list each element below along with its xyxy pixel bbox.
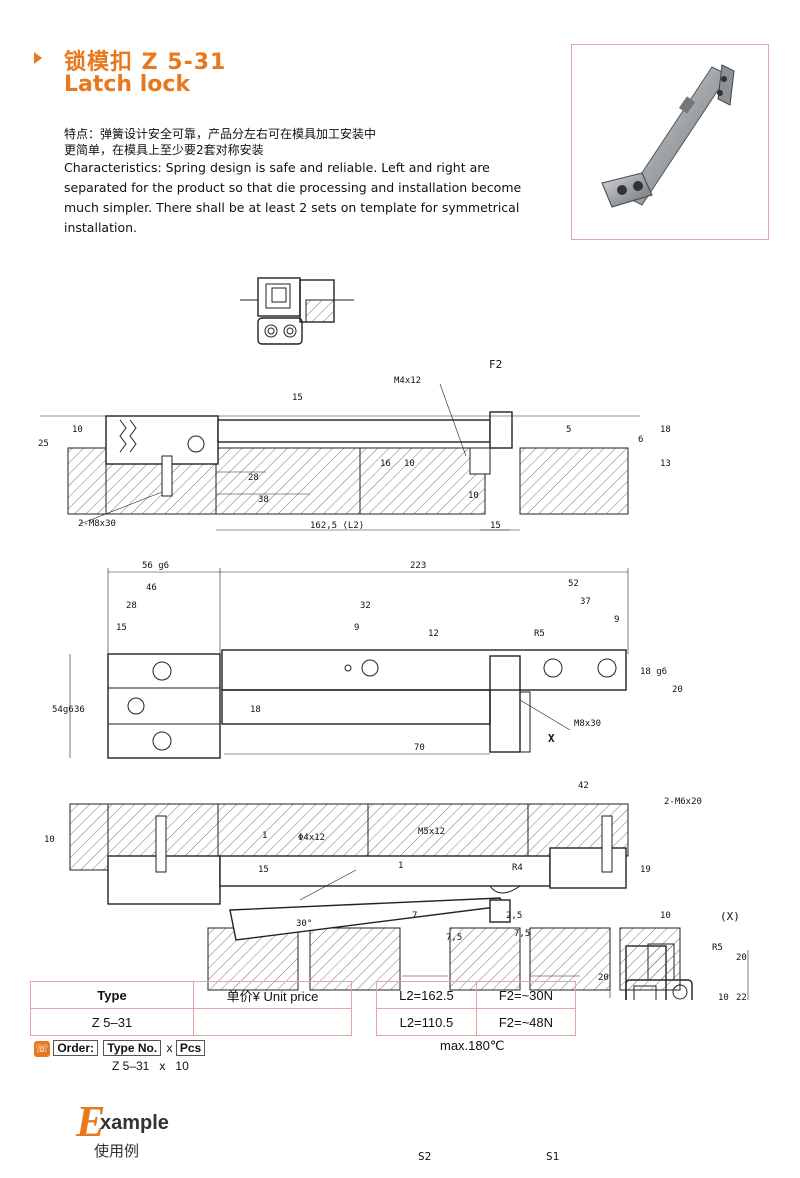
label-7-5a: 7,5 (446, 933, 462, 943)
label-9b: 9 (614, 615, 619, 625)
label-42: 42 (578, 781, 589, 791)
product-photo (571, 44, 769, 240)
label-dx-20b: 20 (736, 953, 747, 963)
label-f2: F2 (489, 358, 502, 371)
page-title-en: Latch lock (64, 72, 191, 97)
example-title: xample (100, 1112, 169, 1134)
label-12: 12 (428, 629, 439, 639)
order-pcs: Pcs (175, 1040, 206, 1056)
label-32: 32 (360, 601, 371, 611)
label-36: 36 (74, 705, 85, 715)
label-18: 18 (660, 425, 671, 435)
label-162-5: 162,5 (L2) (310, 521, 364, 531)
label-10b: 10 (404, 459, 415, 469)
label-16: 16 (380, 459, 391, 469)
spec-l2-2: L2=110.5 (376, 1008, 477, 1036)
page-title-cn: 锁模扣 Z 5-31 (64, 50, 227, 75)
label-2-m8x30: 2-M8x30 (78, 519, 116, 529)
label-9a: 9 (354, 623, 359, 633)
label-54g6: 54g6 (52, 705, 74, 715)
label-223: 223 (410, 561, 426, 571)
end-view-small (240, 277, 354, 345)
label-1b: 1 (398, 861, 403, 871)
label-28: 28 (248, 473, 259, 483)
label-46: 46 (146, 583, 157, 593)
title-bullet-icon (34, 52, 42, 64)
max-angle: max.180℃ (440, 1038, 505, 1053)
label-7: 7 (412, 911, 417, 921)
label-15d: 15 (258, 865, 269, 875)
label-dx-r5: R5 (712, 943, 723, 953)
plan-view (69, 568, 629, 759)
label-30deg: 30° (296, 919, 312, 929)
label-r5: R5 (534, 629, 545, 639)
price-table-cell-type: Z 5–31 (30, 1008, 194, 1036)
label-37: 37 (580, 597, 591, 607)
example-title-cn: 使用例 (94, 1142, 140, 1160)
label-70: 70 (414, 743, 425, 753)
label-13: 13 (660, 459, 671, 469)
order-type-no: Type No. (103, 1040, 162, 1056)
label-r4: R4 (512, 863, 523, 873)
example-e: E (76, 1097, 106, 1146)
label-s1: S1 (546, 1150, 560, 1163)
price-table-header-price: 单价¥ Unit price (193, 981, 352, 1009)
phone-icon: ☏ (34, 1041, 50, 1057)
label-6: 6 (638, 435, 643, 445)
label-detail-x: (X) (720, 910, 740, 923)
side-section-view (40, 383, 640, 531)
label-10d: 10 (44, 835, 55, 845)
description-cn-1: 特点：弹簧设计安全可靠，产品分左右可在模具加工安装中 (64, 127, 377, 141)
label-38: 38 (258, 495, 269, 505)
spec-f2-2: F2=~48N (475, 1008, 577, 1036)
label-28b: 28 (126, 601, 137, 611)
example-drawing (207, 897, 681, 991)
label-52: 52 (568, 579, 579, 589)
price-table-cell-price (193, 1008, 352, 1036)
order-example-qty: 10 (175, 1059, 189, 1073)
description-cn-2: 更简单，在模具上至少要2套对称安装 (64, 143, 264, 157)
label-5: 5 (566, 425, 571, 435)
order-times: x (166, 1041, 173, 1055)
label-10a: 10 (72, 425, 83, 435)
label-7-5b: 7,5 (514, 929, 530, 939)
label-15b: 15 (490, 521, 501, 531)
label-18b: 18 (250, 705, 261, 715)
label-1a: 1 (262, 831, 267, 841)
latch-lock-photo-icon (601, 64, 735, 208)
label-20: 20 (672, 685, 683, 695)
description: 特点：弹簧设计安全可靠，产品分左右可在模具加工安装中 更简单，在模具上至少要2套… (64, 126, 534, 238)
label-s2: S2 (418, 1150, 432, 1163)
label-15: 15 (292, 393, 303, 403)
price-table-header-type: Type (30, 981, 194, 1009)
order-label: Order: (53, 1040, 99, 1056)
price-table: Type 单价¥ Unit price Z 5–31 (30, 981, 352, 1036)
label-dx-10a: 10 (660, 911, 671, 921)
label-19: 19 (640, 865, 651, 875)
label-dx-20a: 20 (598, 973, 609, 983)
order-example-x: x (159, 1059, 166, 1073)
bottom-section-view (69, 803, 629, 905)
spec-l2-1: L2=162.5 (376, 981, 477, 1009)
label-56g6: 56 g6 (142, 561, 169, 571)
label-x: X (548, 732, 555, 745)
label-25: 25 (38, 439, 49, 449)
description-en: Characteristics: Spring design is safe a… (64, 160, 522, 235)
label-2-5: 2,5 (506, 911, 522, 921)
label-18g6: 18 g6 (640, 667, 667, 677)
label-phi4x12: Φ4x12 (298, 833, 325, 843)
spec-f2-1: F2=~30N (475, 981, 577, 1009)
label-m8x30b: M8x30 (574, 719, 601, 729)
label-2-m6x20: 2-M6x20 (664, 797, 702, 807)
label-m4x12: M4x12 (394, 376, 421, 386)
label-dx-10b: 10 (718, 993, 729, 1000)
order-example-type: Z 5–31 (112, 1059, 150, 1073)
label-dx-22: 22 (736, 993, 747, 1000)
label-m5x12: M5x12 (418, 827, 445, 837)
label-10c: 10 (468, 491, 479, 501)
label-15c: 15 (116, 623, 127, 633)
spec-table: L2=162.5 F2=~30N L2=110.5 F2=~48N (376, 981, 577, 1036)
order-info: ☏ Order: Type No. x Pcs Z 5–31 x 10 (34, 1040, 207, 1073)
technical-drawings: F2 M4x12 15 25 10 5 6 18 13 16 10 28 38 … (38, 277, 749, 1000)
